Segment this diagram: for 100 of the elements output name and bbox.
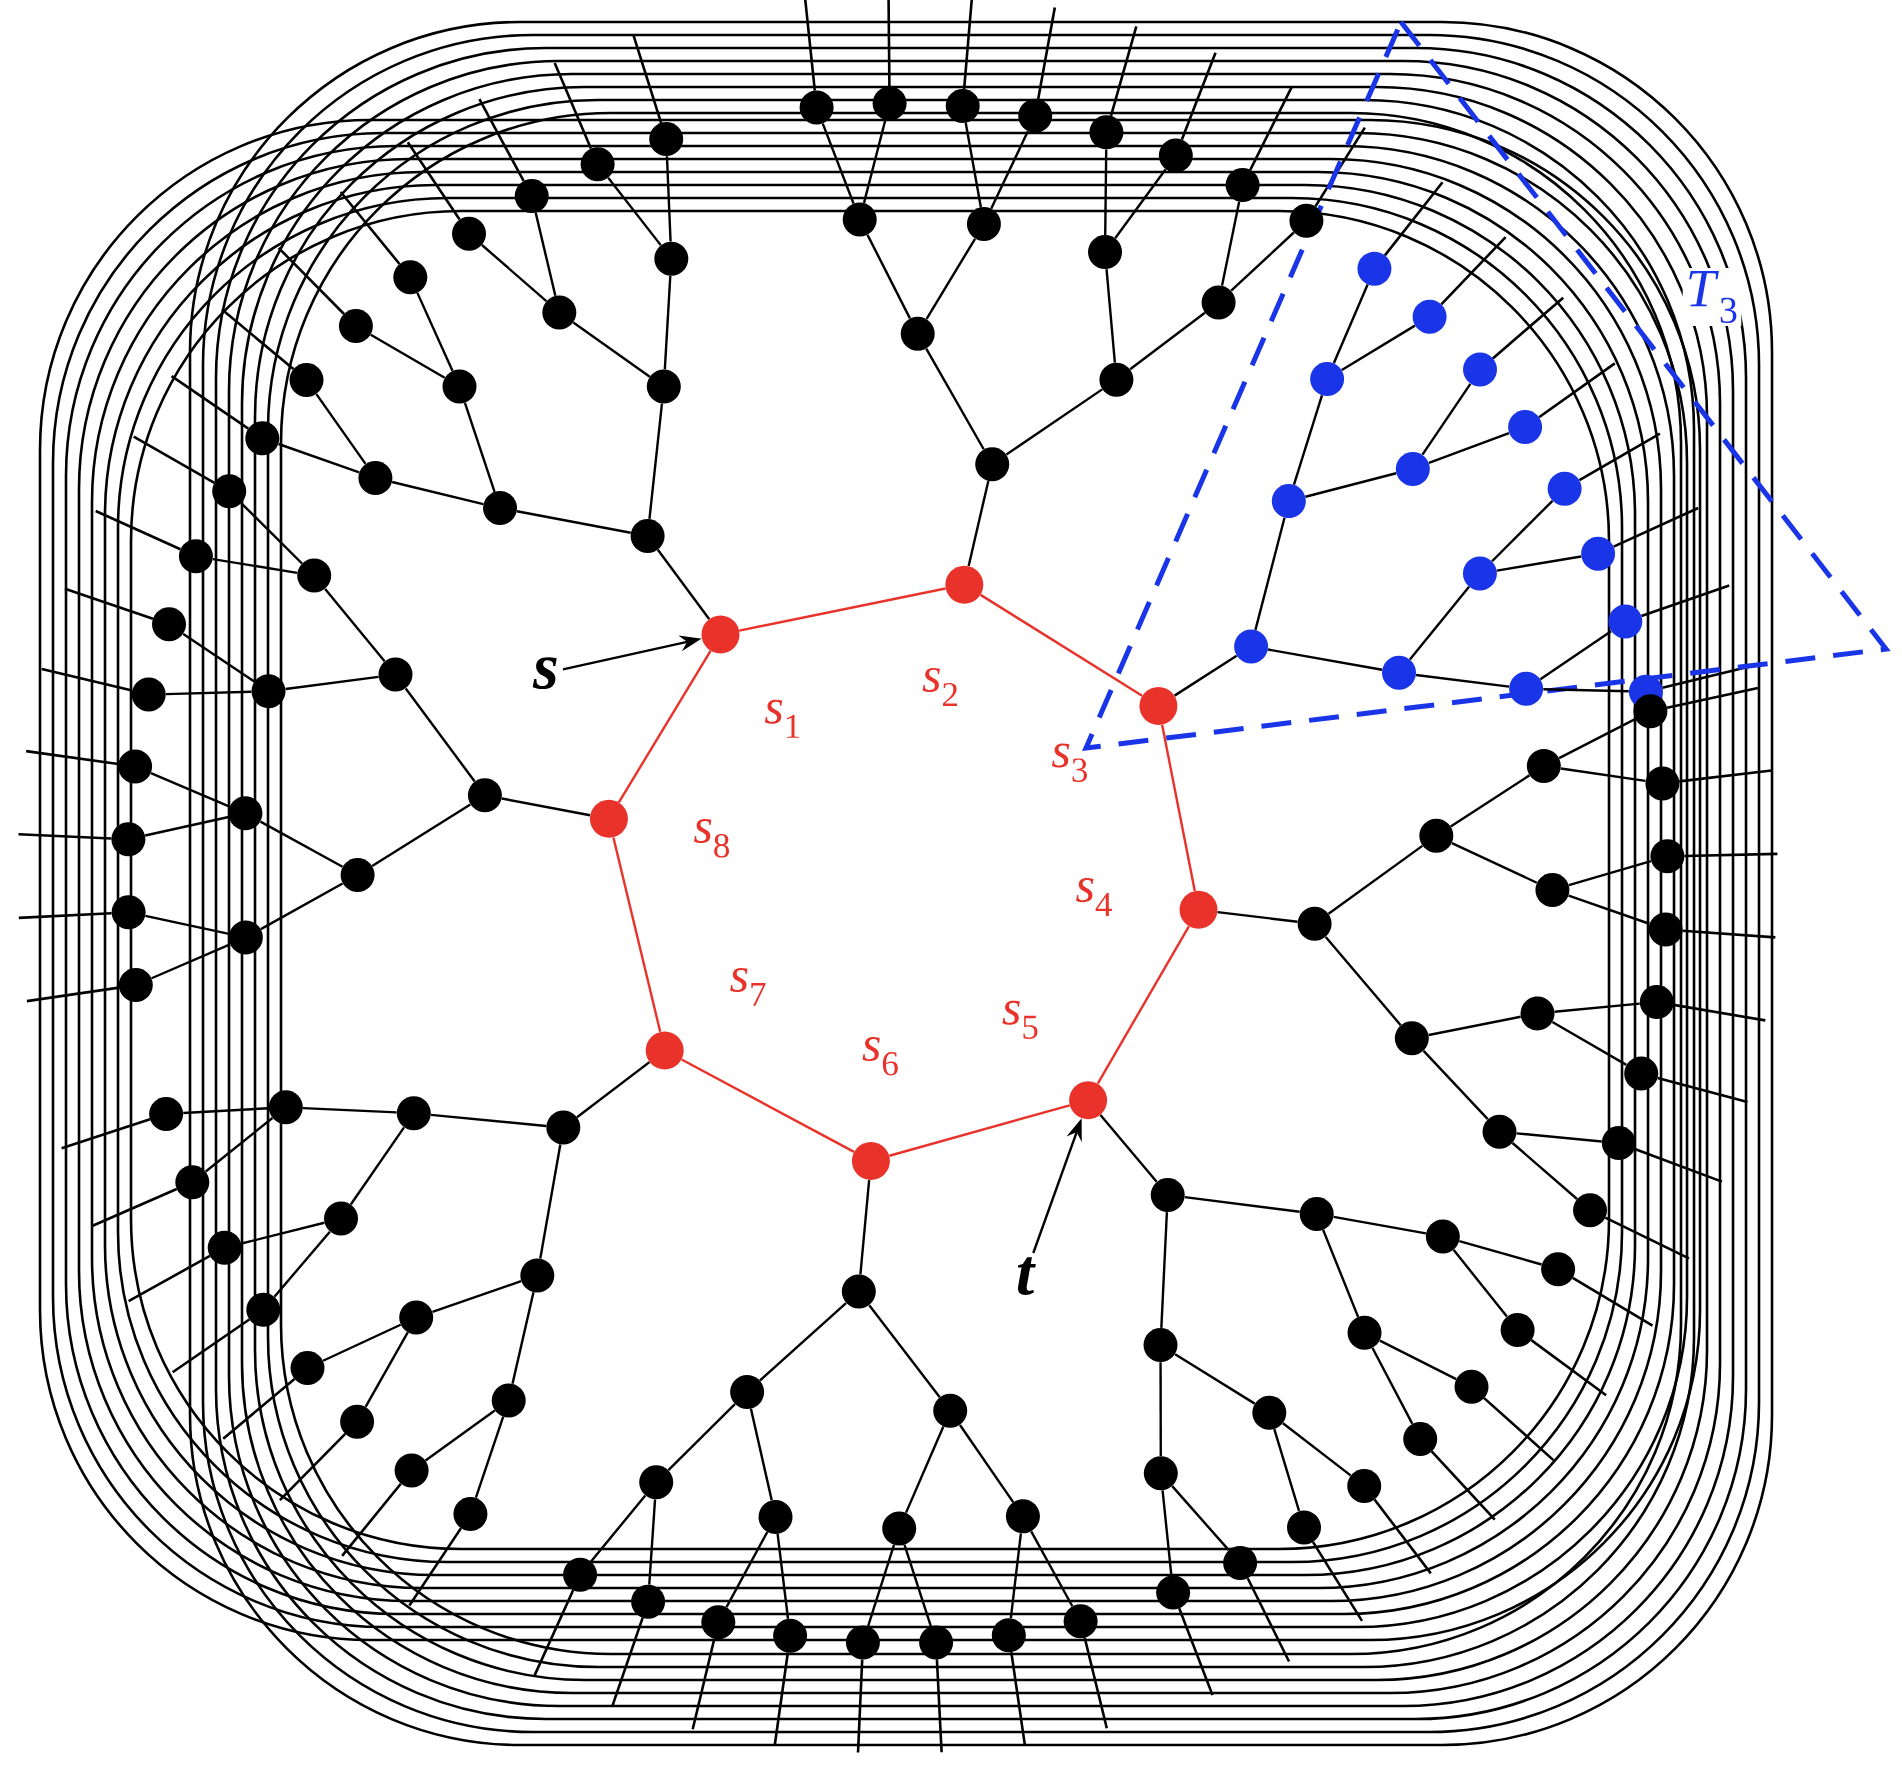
edge (165, 690, 252, 696)
edge (1568, 860, 1652, 887)
edge (925, 348, 985, 450)
edge (990, 130, 1029, 210)
vertex (378, 657, 413, 692)
edge (432, 1280, 522, 1313)
vertex (246, 1292, 281, 1327)
vertex (1088, 235, 1122, 270)
edge (1408, 586, 1470, 661)
edge (1129, 311, 1206, 371)
edge (404, 687, 476, 783)
vertex (1395, 451, 1430, 486)
edge (1422, 1050, 1489, 1120)
edge (182, 632, 255, 683)
edge (866, 234, 911, 319)
edge (278, 442, 360, 474)
vertex (919, 1625, 954, 1660)
edge (1554, 1002, 1640, 1013)
edge (1511, 1142, 1578, 1200)
edge (612, 837, 662, 1033)
edge (1379, 1339, 1457, 1381)
edge (576, 1061, 651, 1119)
vertex (841, 1274, 876, 1309)
vertex (483, 491, 517, 526)
vertex (268, 1090, 303, 1125)
edge (212, 557, 298, 574)
vertex (178, 539, 213, 574)
edge (1415, 673, 1510, 688)
edge (463, 402, 496, 493)
vertex (1223, 1546, 1258, 1580)
edge (1105, 269, 1117, 363)
vertex (1234, 629, 1269, 664)
vertex (1500, 1313, 1535, 1347)
edge (315, 393, 367, 465)
edge (725, 1531, 769, 1608)
edge (1254, 517, 1286, 631)
vertex (945, 565, 984, 604)
edge (1341, 324, 1416, 371)
edge (430, 1113, 547, 1128)
vertex (589, 799, 628, 838)
vertex-label: s$_{6}$ (862, 1037, 898, 1076)
vertex (1463, 352, 1497, 387)
vertex (324, 1201, 358, 1236)
edge (1421, 383, 1472, 456)
vertex (580, 147, 615, 182)
edge (1428, 1015, 1521, 1037)
edge (1543, 688, 1629, 693)
edge (474, 1416, 505, 1499)
edge (1322, 1229, 1360, 1318)
tree-label: T$_{3}$ (1682, 267, 1742, 327)
vertex (758, 1499, 793, 1534)
edge (539, 1144, 562, 1259)
vertex (467, 778, 502, 813)
vertex (131, 677, 166, 712)
edge (424, 1409, 496, 1462)
edge (259, 820, 344, 868)
edge (516, 510, 631, 534)
edge (1539, 630, 1612, 681)
vertex (1541, 1252, 1576, 1287)
vertex (773, 1618, 808, 1653)
vertex-label: s$_{4}$ (1076, 878, 1112, 917)
vertex (1143, 1456, 1178, 1491)
vertex (1287, 1510, 1321, 1545)
vertex (442, 369, 477, 404)
edge (260, 882, 344, 931)
vertex (491, 1383, 526, 1418)
vertex (340, 858, 375, 893)
edge (759, 1302, 847, 1382)
vertex (701, 1605, 736, 1640)
vertex (520, 1258, 555, 1293)
vertex (228, 920, 263, 955)
edge (1560, 767, 1646, 783)
vertex (1462, 556, 1497, 591)
vertex (1143, 1328, 1178, 1363)
vertex (1425, 1219, 1460, 1254)
edge (1104, 149, 1108, 235)
edge (481, 244, 548, 303)
vertex (1310, 361, 1345, 396)
vertex (396, 1096, 431, 1131)
edge (1005, 388, 1103, 456)
vertex (845, 1625, 880, 1660)
vertex (1639, 985, 1674, 1019)
edge (1371, 1347, 1414, 1425)
edge (1496, 555, 1582, 572)
edge (370, 333, 446, 379)
edge (364, 1331, 409, 1408)
vertex (1099, 362, 1134, 397)
vertex-label: s$_{1}$ (764, 699, 800, 738)
vertex (1394, 1021, 1429, 1056)
vertex (399, 1300, 434, 1335)
edge (1459, 1239, 1542, 1266)
edge (240, 502, 303, 565)
vertex (1581, 536, 1616, 571)
vertex (1156, 1575, 1191, 1610)
edge (205, 1117, 274, 1173)
edge (150, 772, 231, 808)
edge (681, 1058, 855, 1153)
vertex (1347, 1315, 1382, 1350)
edge (534, 212, 557, 297)
vertex (1018, 98, 1053, 133)
